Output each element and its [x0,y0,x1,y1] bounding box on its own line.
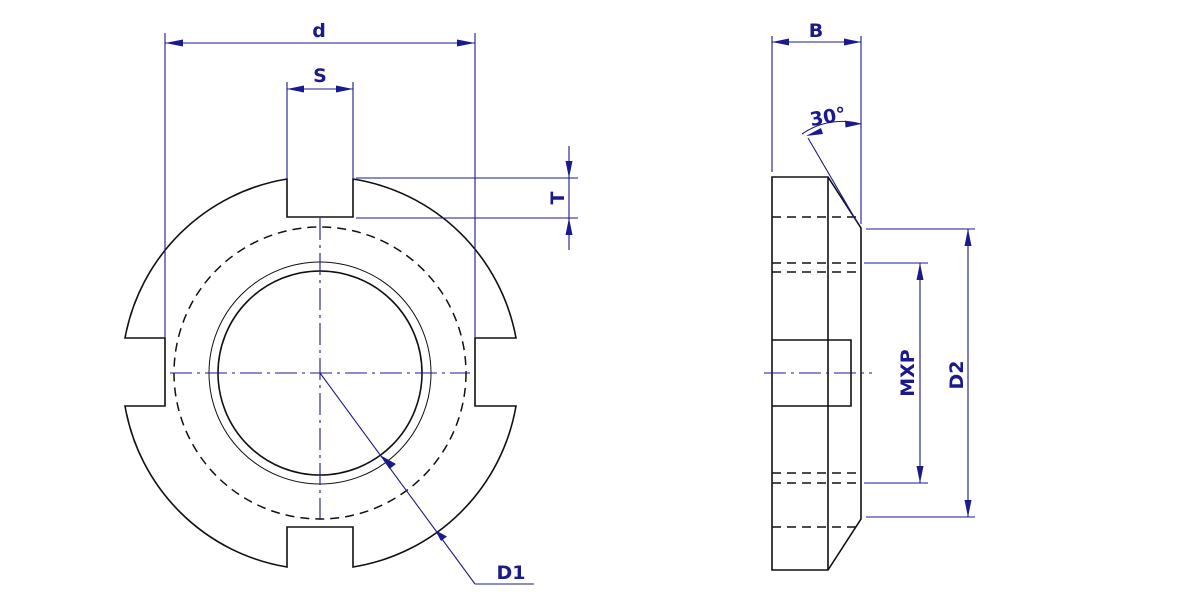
arrowhead [565,218,573,235]
nut-outer-contour [124,178,517,568]
dimension-label-d1: D1 [497,562,526,584]
dimension-label-b: B [809,20,823,42]
arrowhead [844,38,861,46]
dimension-mxp: MXP [864,262,928,484]
dimension-angle: 30° [801,103,862,223]
dimension-label-angle: 30° [808,103,847,131]
arrowhead [457,39,475,47]
arrowhead [916,263,924,280]
dimension-d: d [164,20,476,338]
arrowhead [806,128,823,136]
dimension-d2: D2 [866,228,975,518]
arrowhead [964,229,972,246]
arrowhead [287,85,304,93]
arrowhead [772,38,789,46]
arrowhead [165,39,183,47]
side-view [764,176,872,571]
dimension-label-d: d [312,20,326,42]
dimension-t: T [356,146,578,250]
arrowhead [845,120,861,128]
arrowhead [916,466,924,483]
dimension-label-t: T [547,191,569,204]
arrowhead [336,85,353,93]
dimension-label-d2: D2 [946,361,968,390]
arrowhead [380,455,396,469]
dimension-d1: D1 [319,372,534,585]
dimension-label-s: S [313,65,327,87]
dimension-s: S [286,65,354,179]
dimension-b: B [771,20,862,224]
arrowhead [964,500,972,517]
arrowhead [435,530,447,541]
dimension-label-mxp: MXP [897,349,919,397]
arrowhead [565,161,573,178]
